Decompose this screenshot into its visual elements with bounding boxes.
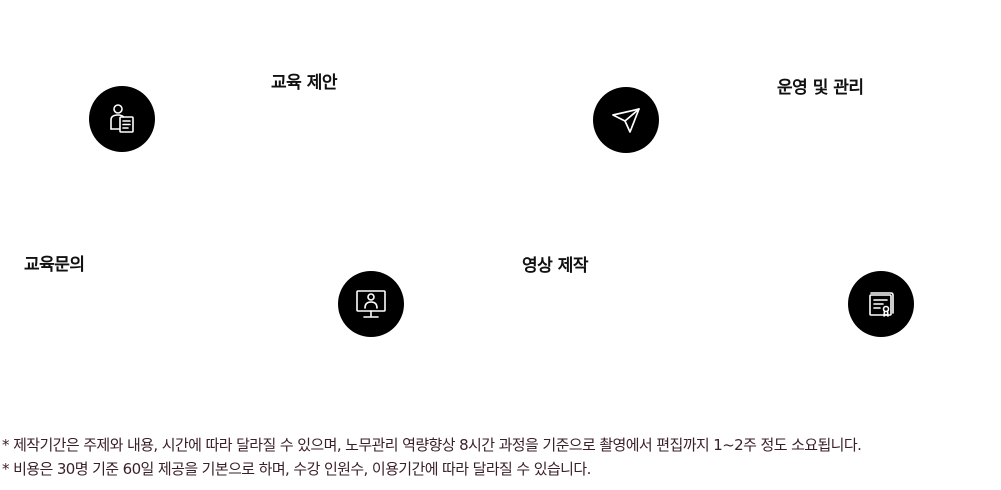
step-production-circle xyxy=(593,87,659,153)
presenter-screen-icon xyxy=(356,290,386,318)
note-production-period: * 제작기간은 주제와 내용, 시간에 따라 달라질 수 있으며, 노무관리 역… xyxy=(2,436,862,454)
step-production-title: 영상 제작 xyxy=(522,256,588,276)
step-operation-circle xyxy=(848,271,914,337)
paper-plane-icon xyxy=(612,108,640,133)
certificate-scroll-icon xyxy=(869,292,894,317)
step-inquiry-title: 교육문의 xyxy=(24,255,85,275)
person-document-icon xyxy=(110,104,134,133)
step-proposal-title: 교육 제안 xyxy=(271,73,337,93)
step-operation-title: 운영 및 관리 xyxy=(777,78,864,98)
step-proposal-circle xyxy=(338,271,404,337)
note-cost: * 비용은 30명 기준 60일 제공을 기본으로 하며, 수강 인원수, 이용… xyxy=(2,460,591,478)
step-inquiry-circle xyxy=(89,86,155,152)
